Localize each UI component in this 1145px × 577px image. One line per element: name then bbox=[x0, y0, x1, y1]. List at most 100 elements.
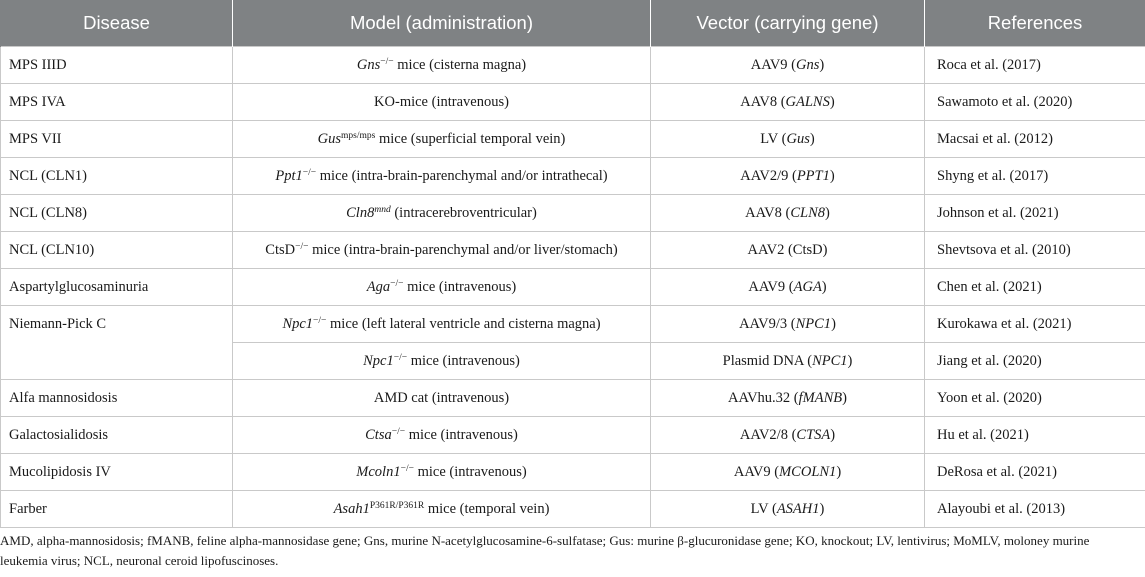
vector-text: AAV8 ( bbox=[740, 93, 786, 110]
cell-vector: AAV9 (Gns) bbox=[650, 46, 925, 84]
vector-gene: CLN8 bbox=[790, 204, 826, 221]
model-gene: Cln8 bbox=[346, 204, 375, 221]
cell-disease: Aspartylglucosaminuria bbox=[0, 268, 233, 306]
cell-vector: AAV9 (MCOLN1) bbox=[650, 453, 925, 491]
cell-reference: Hu et al. (2021) bbox=[924, 416, 1145, 454]
vector-gene: ASAH1 bbox=[776, 500, 820, 517]
cell-model: Ctsa−/− mice (intravenous) bbox=[232, 416, 651, 454]
header-model: Model (administration) bbox=[232, 0, 651, 47]
vector-text: AAV8 ( bbox=[745, 204, 791, 221]
cell-model: Asah1P361R/P361R mice (temporal vein) bbox=[232, 490, 651, 528]
vector-text: AAV9 ( bbox=[733, 463, 780, 480]
vector-gene: GALNS bbox=[785, 93, 830, 110]
vector-text: ) bbox=[821, 278, 827, 295]
vector-text: ) bbox=[847, 352, 853, 369]
table-row: NCL (CLN10)CtsD−/− mice (intra-brain-par… bbox=[0, 231, 1145, 269]
model-gene: Aga bbox=[366, 278, 391, 295]
cell-disease: Farber bbox=[0, 490, 233, 528]
vector-text: ) bbox=[829, 93, 835, 110]
cell-vector: AAV9 (AGA) bbox=[650, 268, 925, 306]
vector-text: Plasmid DNA ( bbox=[722, 352, 813, 369]
cell-reference: Johnson et al. (2021) bbox=[924, 194, 1145, 232]
cell-vector: Plasmid DNA (NPC1) bbox=[650, 342, 925, 380]
cell-disease: MPS IIID bbox=[0, 46, 233, 84]
cell-model: CtsD−/− mice (intra-brain-parenchymal an… bbox=[232, 231, 651, 269]
model-gene: Asah1 bbox=[333, 500, 370, 517]
vector-text: LV ( bbox=[750, 500, 777, 517]
cell-vector: AAV9/3 (NPC1) bbox=[650, 305, 925, 343]
cell-reference: Jiang et al. (2020) bbox=[924, 342, 1145, 380]
vector-gene: MCOLN1 bbox=[779, 463, 837, 480]
vector-text: AAV2/9 ( bbox=[740, 167, 797, 184]
model-gene: Mcoln1 bbox=[356, 463, 401, 480]
cell-reference: Shevtsova et al. (2010) bbox=[924, 231, 1145, 269]
vector-text: ) bbox=[836, 463, 842, 480]
vector-text: ) bbox=[831, 315, 836, 332]
vector-text: LV ( bbox=[760, 130, 787, 147]
model-genotype: −/− bbox=[302, 167, 317, 178]
model-administration: mice (intravenous) bbox=[405, 426, 518, 443]
model-genotype: −/− bbox=[400, 463, 414, 474]
cell-model: AMD cat (intravenous) bbox=[232, 379, 651, 417]
model-administration: mice (intra-brain-parenchymal and/or liv… bbox=[308, 241, 618, 258]
model-genotype: −/− bbox=[313, 315, 327, 326]
table-row: NCL (CLN1)Ppt1−/− mice (intra-brain-pare… bbox=[0, 157, 1145, 195]
cell-vector: AAV2/9 (PPT1) bbox=[650, 157, 925, 195]
model-genotype: mnd bbox=[374, 204, 391, 215]
cell-reference: Yoon et al. (2020) bbox=[924, 379, 1145, 417]
cell-disease: MPS IVA bbox=[0, 83, 233, 121]
model-administration: mice (cisterna magna) bbox=[393, 56, 527, 73]
cell-reference: Chen et al. (2021) bbox=[924, 268, 1145, 306]
model-genotype: −/− bbox=[391, 426, 406, 437]
vector-text: ) bbox=[809, 130, 815, 147]
table-footnote: AMD, alpha-mannosidosis; fMANB, feline a… bbox=[0, 533, 1090, 568]
gene-therapy-table: Disease Model (administration) Vector (c… bbox=[0, 0, 1145, 528]
model-gene: Npc1 bbox=[363, 352, 394, 369]
cell-disease: Niemann-Pick C bbox=[0, 305, 233, 380]
vector-text: AAVhu.32 ( bbox=[728, 389, 799, 406]
cell-vector: AAV8 (GALNS) bbox=[650, 83, 925, 121]
cell-disease: MPS VII bbox=[0, 120, 233, 158]
model-administration: mice (left lateral ventricle and cistern… bbox=[326, 315, 601, 332]
model-administration: mice (intravenous) bbox=[413, 463, 527, 480]
cell-model: KO-mice (intravenous) bbox=[232, 83, 651, 121]
cell-model: Npc1−/− mice (intravenous) bbox=[232, 342, 651, 380]
cell-model: Npc1−/− mice (left lateral ventricle and… bbox=[232, 305, 651, 343]
cell-reference: Macsai et al. (2012) bbox=[924, 120, 1145, 158]
cell-disease: Galactosialidosis bbox=[0, 416, 233, 454]
vector-gene: AGA bbox=[793, 278, 822, 295]
cell-vector: AAVhu.32 (fMANB) bbox=[650, 379, 925, 417]
cell-reference: Alayoubi et al. (2013) bbox=[924, 490, 1145, 528]
header-row: Disease Model (administration) Vector (c… bbox=[0, 0, 1145, 47]
cell-reference: Sawamoto et al. (2020) bbox=[924, 83, 1145, 121]
model-genotype: P361R/P361R bbox=[369, 500, 425, 511]
model-administration: mice (intravenous) bbox=[403, 278, 517, 295]
model-administration: mice (intra-brain-parenchymal and/or int… bbox=[316, 167, 608, 184]
table-container: Disease Model (administration) Vector (c… bbox=[0, 0, 1145, 528]
cell-vector: AAV2 (CtsD) bbox=[650, 231, 925, 269]
vector-text: AAV2/8 ( bbox=[739, 426, 797, 443]
header-disease: Disease bbox=[0, 0, 233, 47]
cell-model: Gusmps/mps mice (superficial temporal ve… bbox=[232, 120, 651, 158]
model-genotype: mps/mps bbox=[341, 130, 376, 141]
cell-reference: Shyng et al. (2017) bbox=[924, 157, 1145, 195]
model-genotype: −/− bbox=[380, 56, 394, 67]
model-gene: Gus bbox=[317, 130, 342, 147]
cell-model: Ppt1−/− mice (intra-brain-parenchymal an… bbox=[232, 157, 651, 195]
table-row: NCL (CLN8)Cln8mnd (intracerebroventricul… bbox=[0, 194, 1145, 232]
model-gene: Gns bbox=[356, 56, 381, 73]
vector-text: AAV9/3 ( bbox=[739, 315, 796, 332]
vector-text: ) bbox=[830, 426, 836, 443]
model-administration: (intracerebroventricular) bbox=[390, 204, 537, 221]
cell-disease: NCL (CLN10) bbox=[0, 231, 233, 269]
vector-text: AAV9 ( bbox=[750, 56, 797, 73]
cell-reference: Kurokawa et al. (2021) bbox=[924, 305, 1145, 343]
header-vector: Vector (carrying gene) bbox=[650, 0, 925, 47]
cell-disease: NCL (CLN1) bbox=[0, 157, 233, 195]
model-gene: Ppt1 bbox=[275, 167, 303, 184]
cell-vector: LV (ASAH1) bbox=[650, 490, 925, 528]
model-gene: Npc1 bbox=[282, 315, 314, 332]
